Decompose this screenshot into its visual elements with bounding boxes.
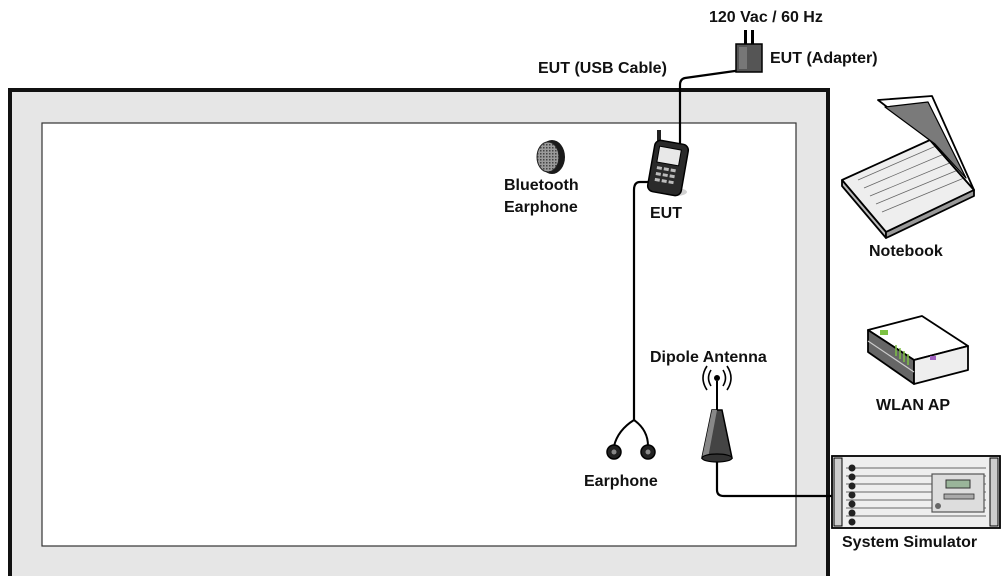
rack-simulator-icon bbox=[831, 455, 1001, 529]
notebook-label: Notebook bbox=[869, 243, 943, 260]
radio-waves-icon bbox=[702, 365, 732, 391]
bluetooth-earphone-icon bbox=[536, 140, 565, 174]
chamber-inner-area bbox=[41, 122, 797, 547]
earphone-icon bbox=[606, 419, 656, 460]
test-chamber bbox=[8, 88, 830, 576]
eut-usb-cable-label: EUT (USB Cable) bbox=[538, 60, 667, 77]
adapter-icon bbox=[735, 43, 763, 73]
earphone-cable bbox=[632, 180, 660, 420]
mobile-phone-icon bbox=[646, 130, 690, 197]
bluetooth-label-line2: Earphone bbox=[504, 199, 578, 216]
wlan-ap-label: WLAN AP bbox=[876, 397, 950, 414]
antenna-cable bbox=[715, 462, 848, 498]
usb-cable bbox=[678, 68, 743, 150]
earphone-label: Earphone bbox=[584, 473, 658, 490]
dipole-antenna-label: Dipole Antenna bbox=[650, 349, 767, 366]
bluetooth-label-line1: Bluetooth bbox=[504, 177, 579, 194]
eut-label: EUT bbox=[650, 205, 682, 222]
power-plug-icon bbox=[744, 30, 754, 46]
dipole-antenna-icon bbox=[701, 365, 733, 463]
router-icon bbox=[867, 315, 969, 385]
eut-adapter-label: EUT (Adapter) bbox=[770, 50, 878, 67]
laptop-icon bbox=[841, 95, 975, 239]
cables bbox=[632, 68, 848, 498]
system-simulator-label: System Simulator bbox=[842, 534, 977, 551]
power-source-label: 120 Vac / 60 Hz bbox=[709, 9, 823, 26]
